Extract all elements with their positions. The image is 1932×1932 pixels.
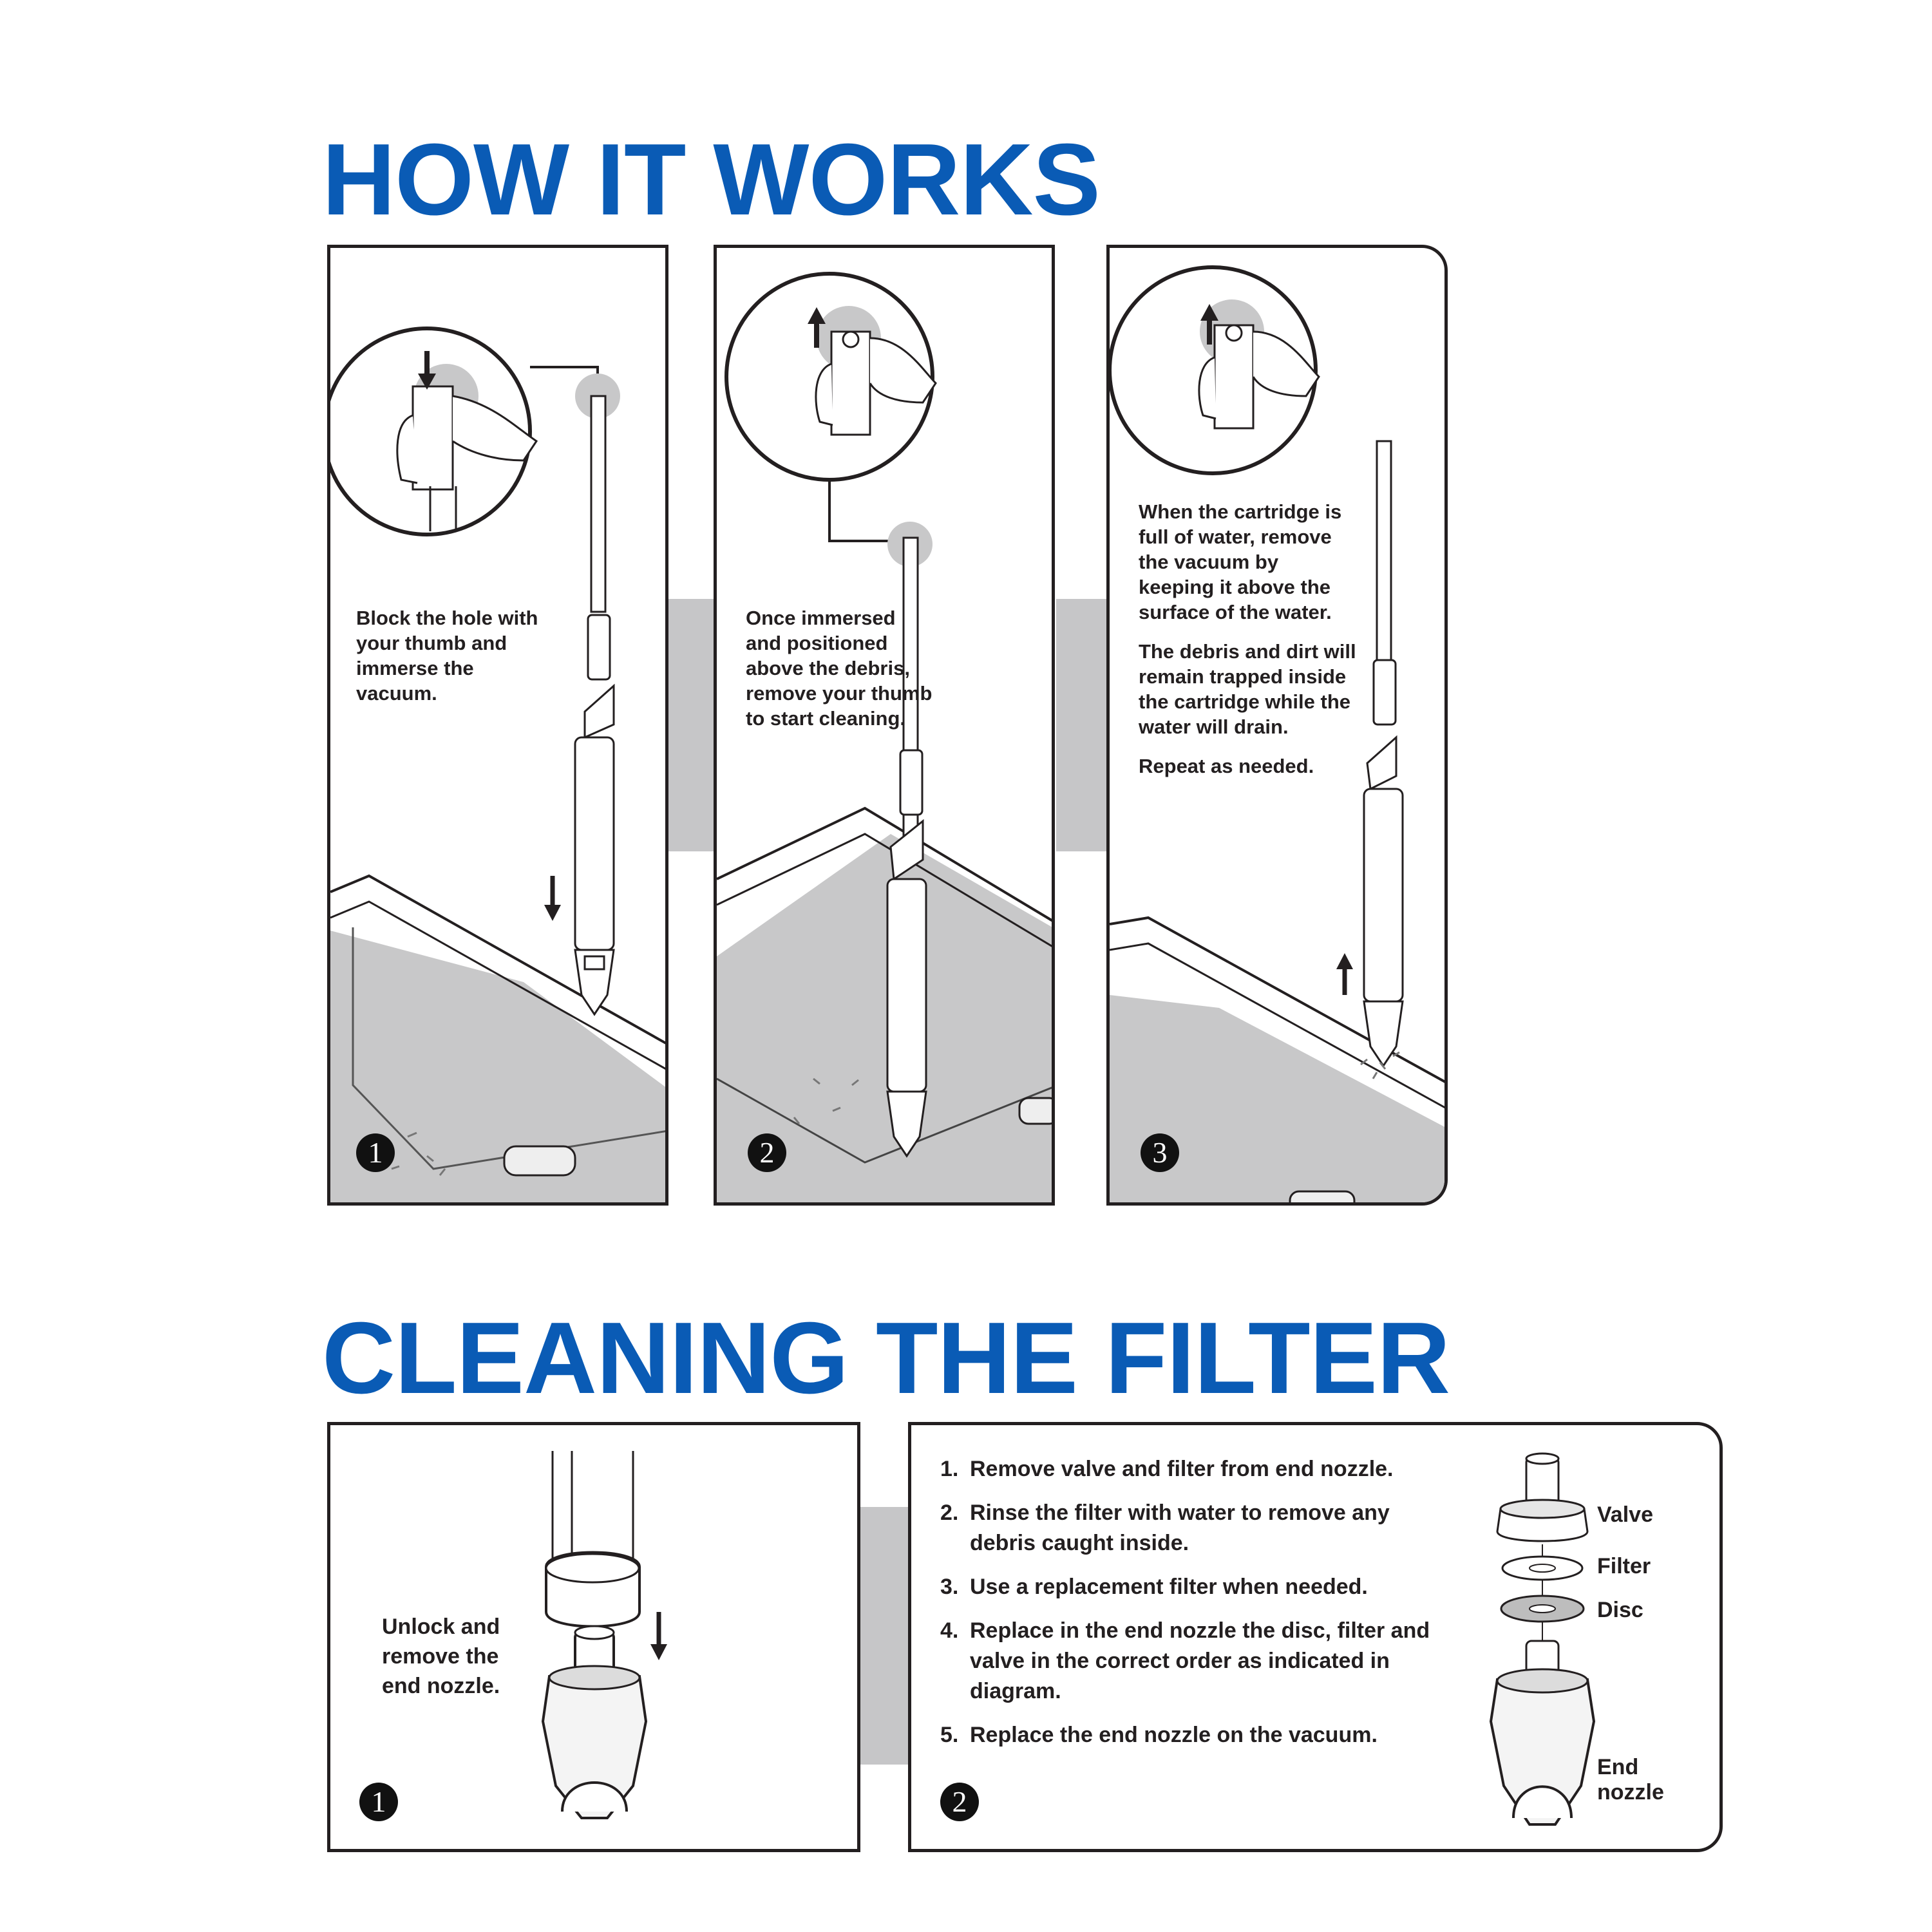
remove-nozzle-illustration: [541, 1451, 667, 1819]
filter-step-1-panel: Unlock and remove the end nozzle. 1: [327, 1422, 860, 1852]
filter-label: Filter: [1597, 1554, 1651, 1578]
valve-label: Valve: [1597, 1502, 1653, 1527]
pool-remove-illustration: [1110, 265, 1444, 1202]
cleaning-filter-heading: CLEANING THE FILTER: [322, 1302, 1450, 1415]
filter-step-1-text: Unlock and remove the end nozzle.: [382, 1615, 500, 1698]
instruction-item: 3.Use a replacement filter when needed.: [940, 1575, 1368, 1599]
how-it-works-heading: HOW IT WORKS: [322, 123, 1101, 236]
how-step-2-text: Once immersed and positioned above the d…: [746, 607, 933, 730]
how-step-2-badge: 2: [748, 1133, 786, 1172]
how-step-1-text: Block the hole with your thumb and immer…: [356, 607, 538, 705]
pool-immerse-illustration: [330, 327, 665, 1202]
panel-connector: [857, 1507, 908, 1765]
how-step-1-panel: Block the hole with your thumb and immer…: [327, 245, 668, 1206]
disc-label: Disc: [1597, 1598, 1643, 1622]
how-step-3-paragraph-1: When the cartridge is full of water, rem…: [1139, 500, 1342, 623]
instruction-item: 5.Replace the end nozzle on the vacuum.: [940, 1723, 1378, 1747]
filter-step-1-badge: 1: [359, 1783, 398, 1821]
panel-connector: [1056, 599, 1114, 851]
filter-instructions-list: 1.Remove valve and filter from end nozzl…: [940, 1454, 1443, 1764]
instruction-item: 4.Replace in the end nozzle the disc, fi…: [940, 1618, 1430, 1703]
how-step-2-panel: Once immersed and positioned above the d…: [714, 245, 1055, 1206]
filter-parts-exploded-diagram: [1489, 1452, 1596, 1826]
how-step-3-paragraph-2: The debris and dirt will remain trapped …: [1139, 640, 1356, 738]
how-step-3-text: When the cartridge is full of water, rem…: [1139, 499, 1358, 793]
instruction-item: 2.Rinse the filter with water to remove …: [940, 1501, 1390, 1555]
how-step-3-paragraph-3: Repeat as needed.: [1139, 755, 1314, 777]
end-nozzle-label: End nozzle: [1597, 1755, 1664, 1804]
how-step-3-badge: 3: [1141, 1133, 1179, 1172]
pool-clean-illustration: [717, 272, 1052, 1202]
filter-step-2-badge: 2: [940, 1783, 979, 1821]
filter-step-2-panel: 1.Remove valve and filter from end nozzl…: [908, 1422, 1723, 1852]
how-step-3-panel: When the cartridge is full of water, rem…: [1106, 245, 1448, 1206]
vacuum-pole: [590, 395, 607, 613]
how-step-1-badge: 1: [356, 1133, 395, 1172]
instruction-item: 1.Remove valve and filter from end nozzl…: [940, 1457, 1394, 1481]
vacuum-pole: [1376, 440, 1392, 687]
panel-connector: [663, 599, 715, 851]
